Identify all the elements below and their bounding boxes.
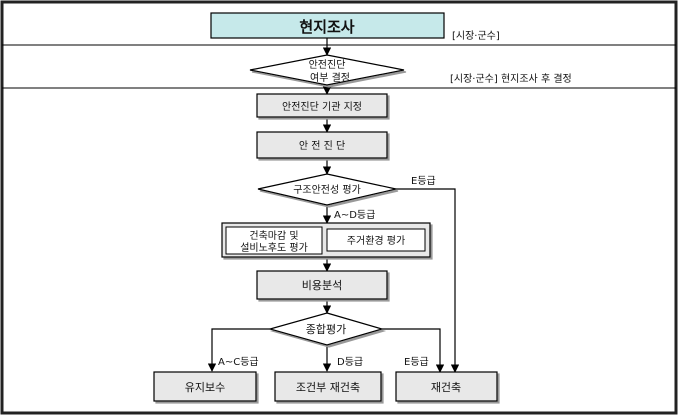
rebuild-box xyxy=(395,371,498,402)
site-survey-label: 현지조사 xyxy=(299,18,354,36)
rebuild-label: 재건축 xyxy=(431,381,461,394)
finish-eval-line2: 설비노후도 평가 xyxy=(240,242,308,254)
agency-label: 안전진단 기관 지정 xyxy=(282,101,362,113)
diagnosis-label: 안 전 진 단 xyxy=(299,140,345,152)
finish-eval-box xyxy=(225,226,323,255)
e-grade-top-label: E등급 xyxy=(411,175,436,187)
diagnosis-decision-diamond xyxy=(249,54,405,86)
diagnosis-box xyxy=(256,131,388,159)
d-grade-label: D등급 xyxy=(337,356,363,368)
housing-eval-label: 주거환경 평가 xyxy=(347,234,405,247)
connectors xyxy=(207,38,460,373)
mayor-note-2: [시장·군수] 현지조사 후 결정 xyxy=(450,73,572,85)
cost-analysis-box xyxy=(256,270,388,300)
finish-eval-line1: 건축마감 및 xyxy=(249,230,298,242)
diagnosis-decision-line2: 여부 결정 xyxy=(310,72,350,84)
maintenance-box xyxy=(153,371,257,402)
cost-analysis-label: 비용분석 xyxy=(302,279,342,292)
mayor-note-1: [시장·군수] xyxy=(452,30,500,42)
diagnosis-decision-line1: 안전진단 xyxy=(309,59,346,71)
overall-decision-label: 종합평가 xyxy=(306,323,346,336)
ad-grade-label: A~D등급 xyxy=(334,209,375,221)
maintenance-label: 유지보수 xyxy=(185,381,225,394)
overall-decision-diamond xyxy=(267,312,385,346)
agency-box xyxy=(256,93,388,118)
ac-grade-label: A~C등급 xyxy=(218,356,259,368)
structural-decision-diamond xyxy=(257,173,397,206)
e-grade-bottom-label: E등급 xyxy=(404,356,429,368)
conditional-rebuild-box xyxy=(274,371,382,402)
conditional-rebuild-label: 조건부 재건축 xyxy=(296,381,360,394)
site-survey-box xyxy=(210,12,445,39)
structural-decision-label: 구조안전성 평가 xyxy=(293,184,361,196)
housing-eval-box xyxy=(326,228,426,252)
